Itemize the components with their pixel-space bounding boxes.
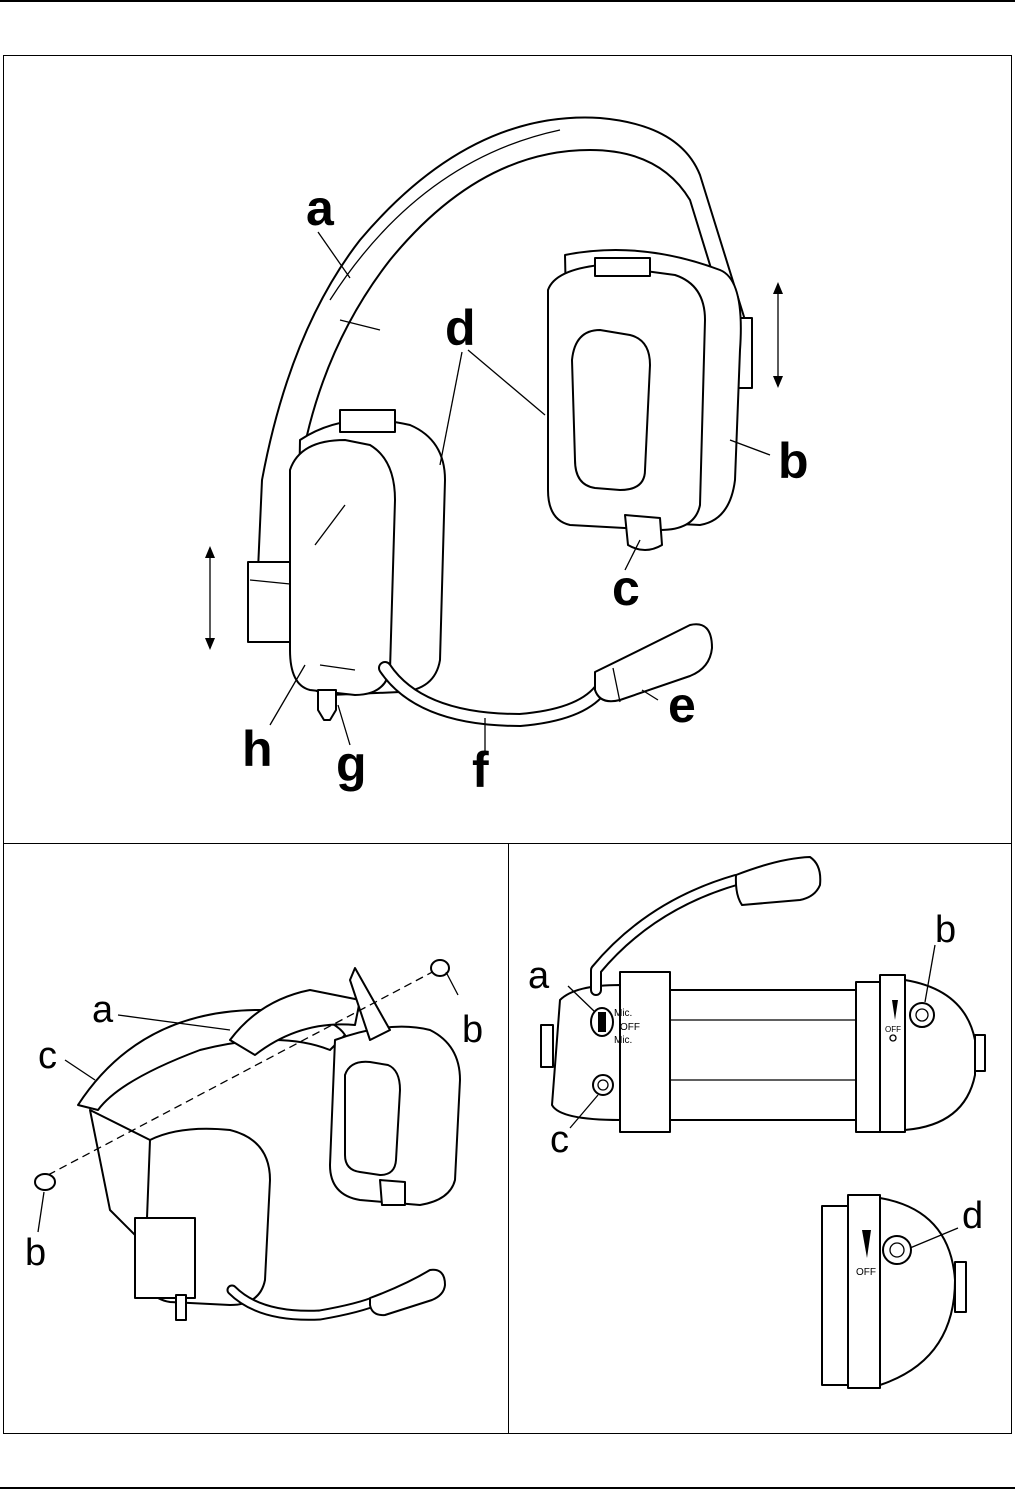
headband-cross xyxy=(670,990,856,1120)
off-text-detail: OFF xyxy=(856,1267,876,1278)
left-cup-hinge xyxy=(340,410,395,432)
br-label-b: b xyxy=(935,909,956,951)
br-label-d: d xyxy=(962,1195,983,1237)
top-label-c: c xyxy=(612,560,640,616)
knob-bl xyxy=(380,1180,405,1205)
jack-c xyxy=(593,1075,613,1095)
left-adjust-arrow xyxy=(205,546,215,650)
right-cup-cap xyxy=(975,1035,985,1071)
detail-shell xyxy=(880,1198,955,1385)
bl-label-b-right: b xyxy=(462,1009,483,1051)
right-cup-shell xyxy=(905,980,975,1130)
top-label-b: b xyxy=(778,433,809,489)
switch-text-mic-bottom: Mic. xyxy=(614,1035,632,1046)
left-cup-cap xyxy=(541,1025,553,1067)
right-cup-rim xyxy=(856,982,880,1132)
left-bolt xyxy=(35,1174,55,1190)
left-clip-bl xyxy=(135,1218,195,1298)
plug-connector xyxy=(318,690,336,720)
right-cup-opening-bl xyxy=(345,1062,400,1175)
bl-label-c: c xyxy=(38,1035,57,1077)
headset-perspective-drawing xyxy=(205,118,783,752)
switch-text-off: OFF xyxy=(620,1022,640,1033)
left-cup-shell xyxy=(552,985,620,1120)
switch-d xyxy=(883,1236,911,1264)
mic-side xyxy=(736,857,820,905)
br-label-a: a xyxy=(528,955,550,997)
off-text-right: OFF xyxy=(885,1025,901,1034)
switch-text-mic-top: Mic. xyxy=(614,1008,632,1019)
left-ear-cup xyxy=(290,440,395,695)
top-label-f: f xyxy=(472,742,489,798)
mic-bl xyxy=(370,1270,445,1315)
top-label-d: d xyxy=(445,300,476,356)
right-adjust-arrow xyxy=(773,282,783,388)
detail-rim xyxy=(822,1206,848,1385)
br-label-c: c xyxy=(550,1119,569,1161)
right-ear-opening xyxy=(572,330,650,490)
right-cup-hinge xyxy=(595,258,650,276)
left-cup-rim xyxy=(620,972,670,1132)
top-label-e: e xyxy=(668,677,696,733)
volume-knob xyxy=(625,515,662,550)
switch-b xyxy=(910,1003,934,1027)
bl-label-b-left: b xyxy=(25,1232,46,1274)
plug-bl xyxy=(176,1295,186,1320)
top-label-g: g xyxy=(336,736,367,792)
top-label-a: a xyxy=(306,180,335,236)
headset-front-view-drawing xyxy=(541,857,985,1388)
top-label-h: h xyxy=(242,721,273,777)
bl-label-a: a xyxy=(92,989,114,1031)
